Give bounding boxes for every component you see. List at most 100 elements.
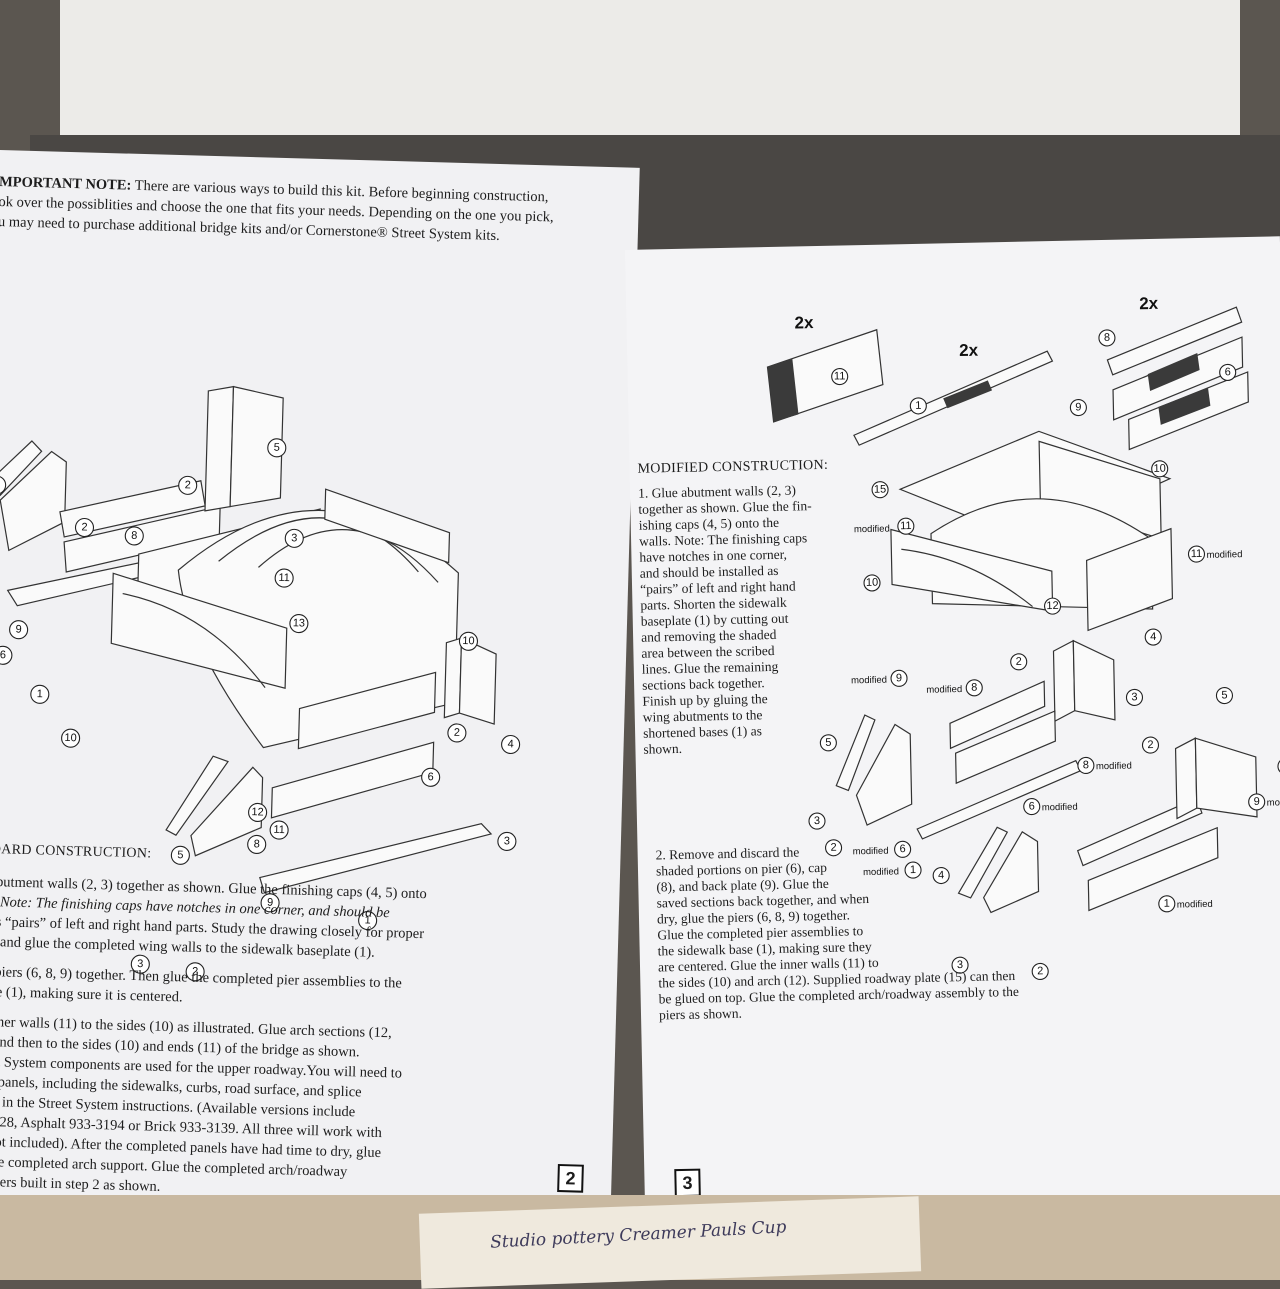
svg-text:3: 3 [814,815,820,827]
svg-text:4: 4 [507,738,513,750]
svg-text:modified: modified [853,846,889,858]
step-2-text: 2. Remove and discard the shaded portion… [656,840,1020,1024]
wall-part [855,723,913,826]
pier-part [270,741,435,819]
svg-text:1: 1 [1164,898,1170,910]
arch-line [258,529,439,583]
base-part [259,823,493,894]
step-1-text: 1. Glue abutment walls (2, 3) together a… [638,482,817,758]
shaded-area [1147,353,1200,392]
inner-wall [1085,527,1174,632]
svg-text:3: 3 [504,835,510,847]
svg-text:6: 6 [427,771,433,783]
side-wall [324,488,451,564]
svg-text:5: 5 [177,849,183,861]
callouts-modified: 11 1 8 9 6 15 10 11 11 10 12 2 4 9 8 3 5… [808,329,1280,981]
svg-text:4: 4 [938,869,944,881]
svg-text:modified: modified [851,675,887,687]
svg-text:modified: modified [1206,549,1242,561]
svg-text:2: 2 [192,966,198,978]
cap-part [165,755,229,836]
svg-text:modified: modified [863,866,899,878]
instruction-page-left: MPORTANT NOTE: There are various ways to… [0,150,640,1248]
svg-text:9: 9 [15,624,21,636]
svg-text:3: 3 [1131,691,1137,703]
modified-labels: modified modified modified modified modi… [851,524,1280,911]
svg-text:9: 9 [267,897,273,909]
svg-text:11: 11 [273,824,285,836]
svg-text:13: 13 [293,617,306,629]
svg-text:8: 8 [1104,332,1110,344]
shaded-area [1158,387,1211,425]
wall-part [1072,639,1116,721]
svg-text:12: 12 [1046,600,1058,612]
svg-text:2: 2 [184,479,190,491]
instruction-page-right: 2x 2x 2x [625,236,1280,1220]
wall-part [1194,737,1258,818]
svg-text:11: 11 [900,520,912,532]
svg-text:modified: modified [1096,760,1132,772]
svg-text:10: 10 [462,635,475,647]
callouts: 4 5 2 3 2 8 11 13 10 9 6 1 10 2 4 6 12 1… [0,438,521,982]
svg-text:10: 10 [866,577,878,589]
svg-text:1: 1 [915,400,921,412]
svg-text:6: 6 [1225,366,1231,378]
pier-part [949,680,1046,750]
svg-text:9: 9 [896,672,902,684]
svg-text:1: 1 [910,864,916,876]
svg-text:10: 10 [1153,463,1165,475]
svg-text:5: 5 [825,737,831,749]
arch-curve [122,593,266,688]
svg-text:modified: modified [1267,797,1280,809]
svg-text:8: 8 [131,530,137,542]
svg-text:modified: modified [1042,802,1078,814]
svg-text:12: 12 [251,806,264,818]
svg-text:modified: modified [854,524,890,536]
inner-wall [297,671,437,750]
multiplier-label: 2x [959,341,979,360]
svg-text:3: 3 [291,532,297,544]
svg-text:2: 2 [1037,965,1043,977]
shaded-area [767,358,799,422]
multiplier-label: 2x [1139,294,1159,313]
modified-construction-diagram: 2x 2x 2x [766,294,1280,981]
svg-text:11: 11 [278,572,290,584]
svg-text:9: 9 [1254,796,1260,808]
wall-part [982,830,1040,914]
arch-curve [901,548,1033,608]
svg-text:1: 1 [364,914,370,926]
svg-text:modified: modified [1177,899,1213,911]
svg-text:9: 9 [1075,401,1081,413]
svg-text:2: 2 [830,842,836,854]
svg-text:8: 8 [253,838,259,850]
multiplier-label: 2x [794,313,814,332]
standard-construction-diagram: 4 5 2 3 2 8 11 13 10 9 6 1 10 2 4 6 12 1… [0,385,521,982]
svg-text:8: 8 [1083,759,1089,771]
wall-part [1052,639,1076,723]
cap-part [1076,797,1203,867]
svg-text:10: 10 [64,732,77,744]
svg-text:2: 2 [1016,656,1022,668]
wall-part [229,385,284,508]
svg-text:1: 1 [37,688,43,700]
svg-text:6: 6 [1029,800,1035,812]
cap-part [1106,306,1243,376]
wall-part [0,450,67,552]
svg-text:2: 2 [1147,739,1153,751]
wall-part [190,766,264,857]
wall-part [204,385,235,512]
svg-text:5: 5 [1221,689,1227,701]
svg-text:4: 4 [1150,631,1156,643]
svg-text:6: 6 [899,843,905,855]
svg-text:modified: modified [926,684,962,696]
svg-text:2: 2 [81,521,87,533]
section-title: MODIFIED CONSTRUCTION: [637,457,829,477]
svg-text:11: 11 [834,370,846,382]
shaded-area [943,380,993,409]
svg-text:15: 15 [874,483,886,495]
step-line: he piers built in step 2 as shown. [0,1174,161,1195]
section-title: NDARD CONSTRUCTION: [0,841,152,862]
pier-part [1087,826,1219,912]
cap-part [835,714,876,792]
base-part [916,759,1082,840]
